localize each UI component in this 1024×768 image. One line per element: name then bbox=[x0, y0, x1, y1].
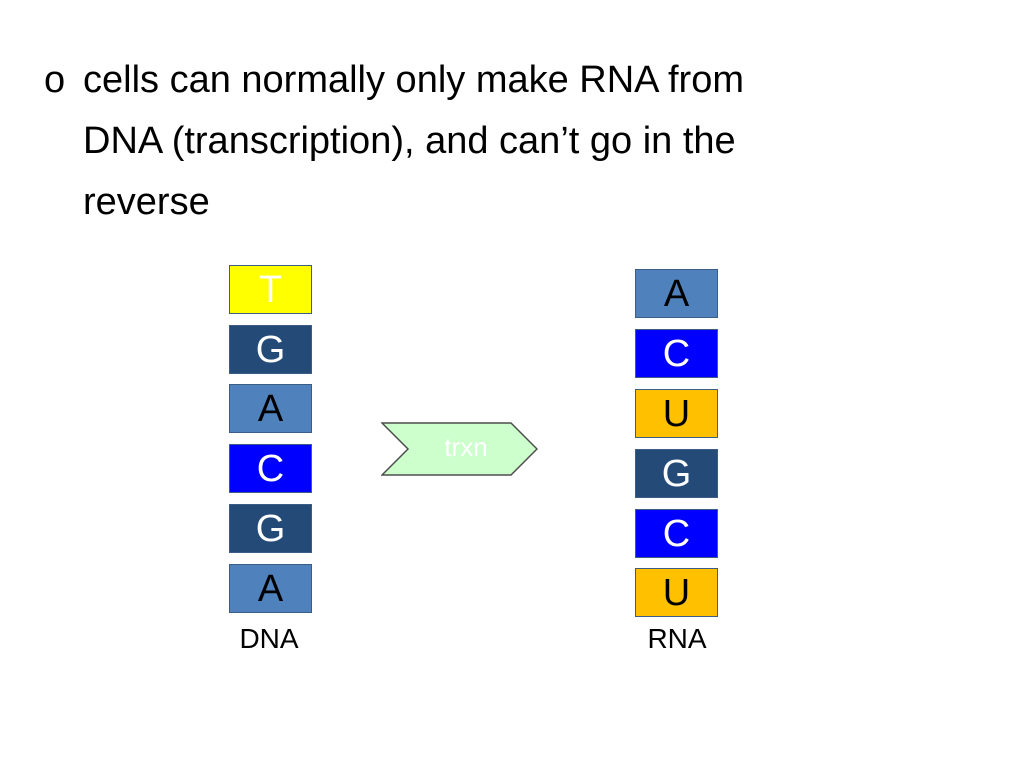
dna-base-4: C bbox=[229, 444, 312, 493]
rna-base-5: C bbox=[635, 509, 718, 558]
rna-base-1: A bbox=[635, 269, 718, 318]
dna-base-6: A bbox=[229, 564, 312, 613]
transcription-arrow: trxn bbox=[381, 422, 538, 476]
bullet-line-2: DNA (transcription), and can’t go in the bbox=[83, 120, 736, 162]
bullet-marker: o bbox=[44, 59, 66, 101]
rna-base-4: G bbox=[635, 449, 718, 498]
rna-base-2: C bbox=[635, 329, 718, 378]
dna-base-3: A bbox=[229, 384, 312, 433]
rna-base-3: U bbox=[635, 389, 718, 438]
dna-label: DNA bbox=[239, 623, 299, 654]
bullet-point: o cells can normally only make RNA from … bbox=[44, 50, 944, 233]
rna-label: RNA bbox=[647, 623, 707, 654]
dna-base-1: T bbox=[229, 265, 312, 314]
arrow-shape-icon bbox=[381, 422, 538, 476]
bullet-line-1: cells can normally only make RNA from bbox=[83, 59, 744, 101]
bullet-line-3: reverse bbox=[83, 181, 210, 223]
arrow-label: trxn bbox=[444, 432, 488, 462]
dna-base-2: G bbox=[229, 325, 312, 374]
rna-base-6: U bbox=[635, 568, 718, 617]
dna-base-5: G bbox=[229, 504, 312, 553]
